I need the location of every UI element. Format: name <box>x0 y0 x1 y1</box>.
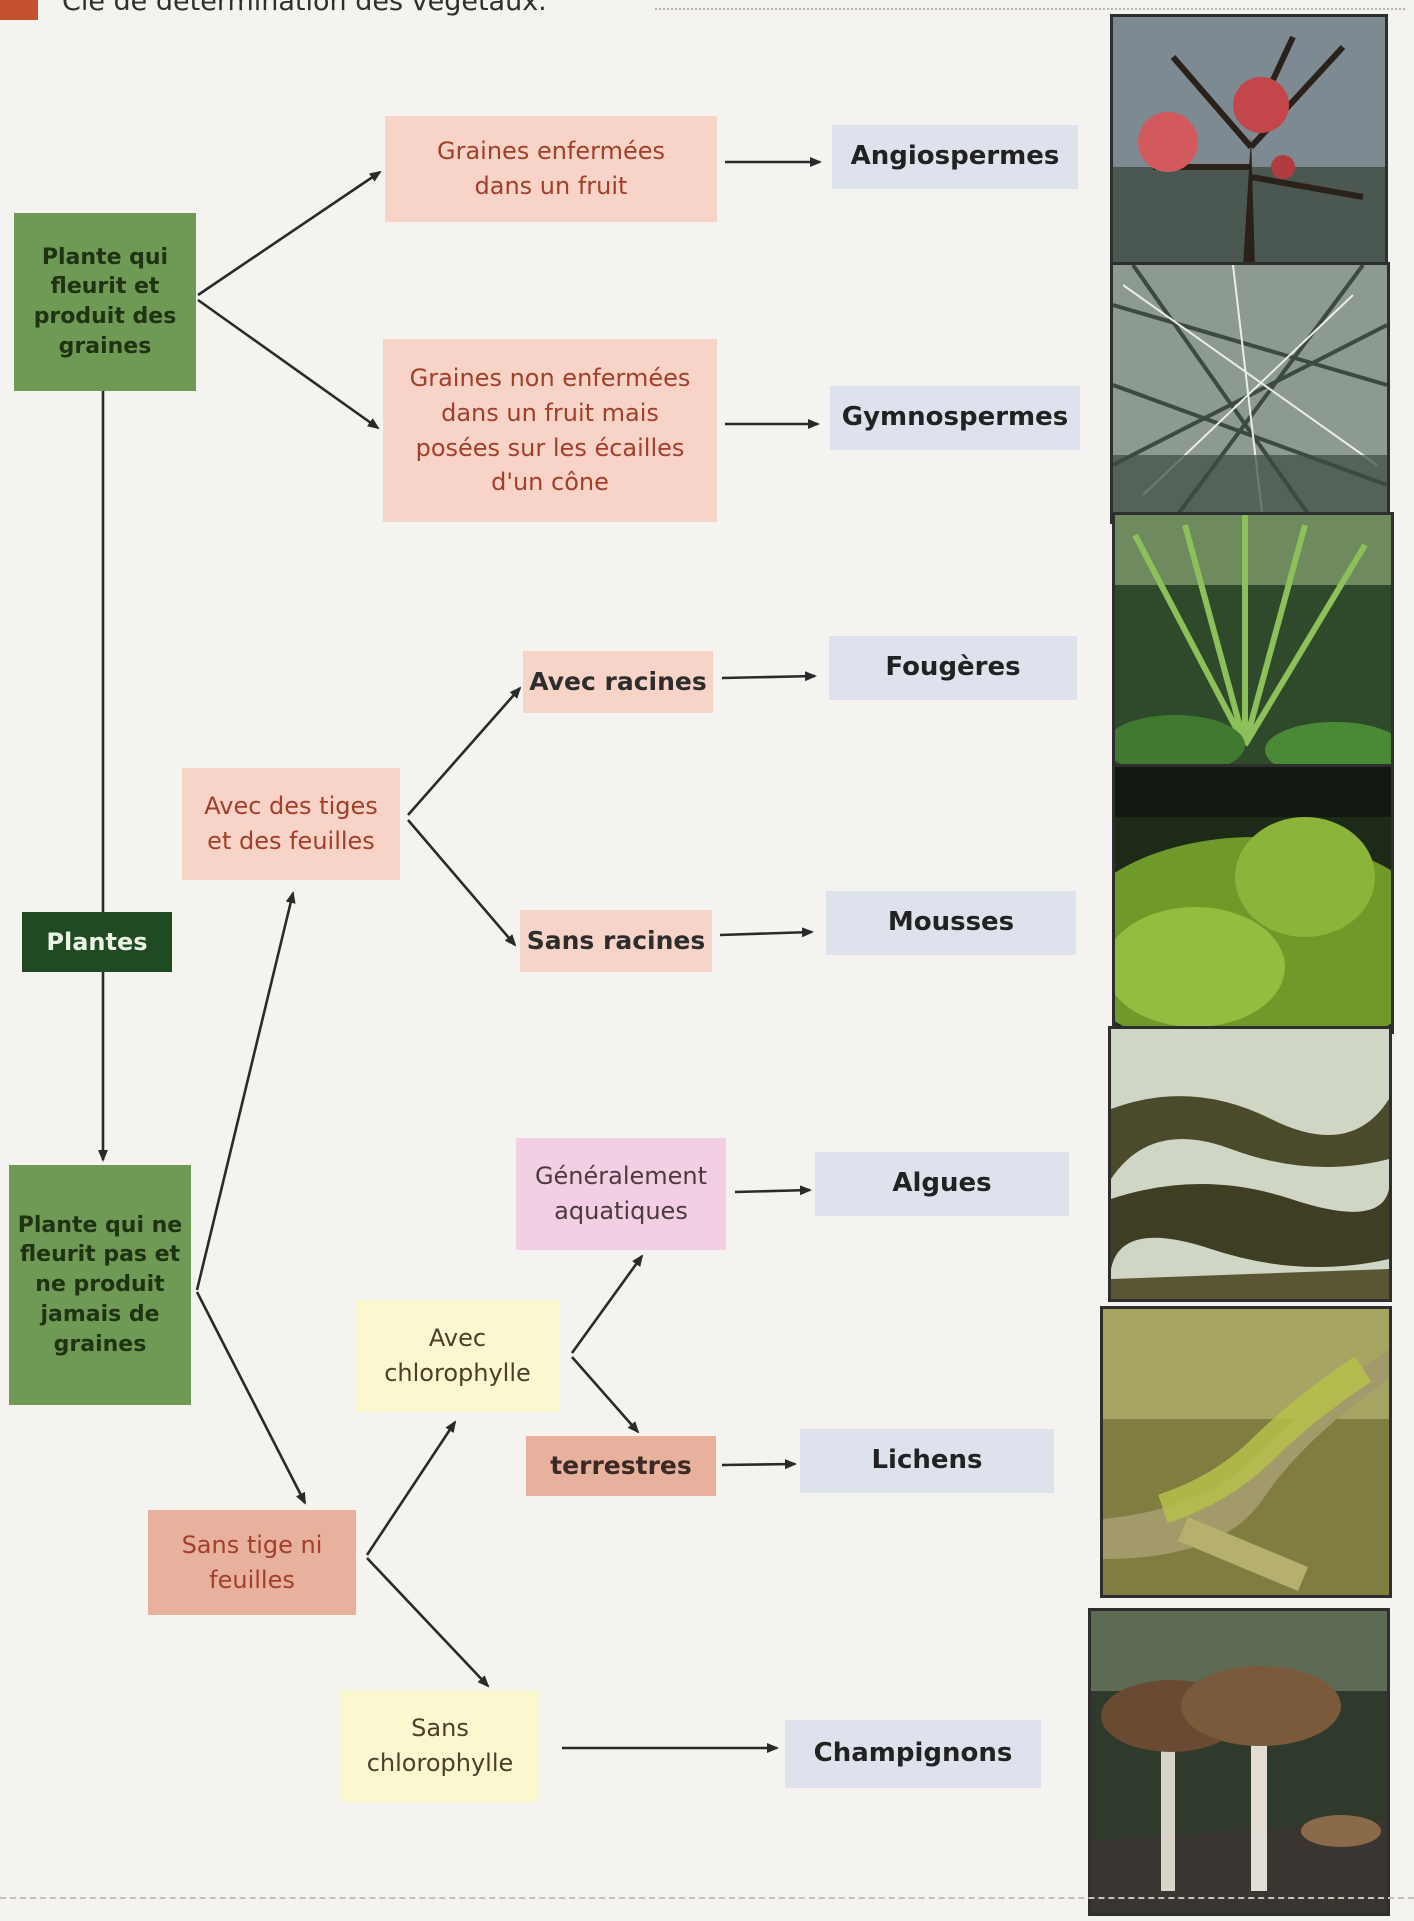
group-algues: Algues <box>815 1152 1069 1216</box>
bottom-rule <box>0 1897 1414 1899</box>
node-with-roots: Avec racines <box>523 651 713 713</box>
node-with-stems-leaves: Avec des tiges et des feuilles <box>182 768 400 880</box>
node-aquatic: Généralement aquatiques <box>516 1138 726 1250</box>
node-flowering-plant: Plante qui fleurit et produit des graine… <box>14 213 196 391</box>
node-without-roots: Sans racines <box>520 910 712 972</box>
photo-angiosperm-apple-tree <box>1110 14 1388 270</box>
group-angiospermes: Angiospermes <box>832 125 1078 189</box>
node-non-flowering-plant: Plante qui ne fleurit pas et ne produit … <box>9 1165 191 1405</box>
photo-moss <box>1112 764 1394 1034</box>
group-champignons: Champignons <box>785 1720 1041 1788</box>
photo-mushrooms <box>1088 1608 1390 1916</box>
node-with-chlorophyll: Avec chlorophylle <box>355 1300 560 1412</box>
header: Clé de détermination des végétaux. <box>0 0 1414 22</box>
node-without-stem-leaves: Sans tige ni feuilles <box>148 1510 356 1615</box>
photo-gymnosperm-conifer <box>1110 262 1390 524</box>
header-rule <box>655 8 1405 10</box>
group-fougeres: Fougères <box>829 636 1077 700</box>
node-without-chlorophyll: Sans chlorophylle <box>340 1690 540 1802</box>
page-title: Clé de détermination des végétaux. <box>62 0 547 17</box>
group-mousses: Mousses <box>826 891 1076 955</box>
node-seeds-in-fruit: Graines enfermées dans un fruit <box>385 116 717 222</box>
group-lichens: Lichens <box>800 1429 1054 1493</box>
group-gymnospermes: Gymnospermes <box>830 386 1080 450</box>
node-root-plantes: Plantes <box>22 912 172 972</box>
section-number-badge <box>0 0 38 20</box>
photo-algae <box>1108 1026 1392 1302</box>
node-seeds-not-in-fruit: Graines non enfermées dans un fruit mais… <box>383 339 717 522</box>
photo-lichen <box>1100 1306 1392 1598</box>
node-terrestrial: terrestres <box>526 1436 716 1496</box>
photo-fern <box>1112 512 1394 774</box>
